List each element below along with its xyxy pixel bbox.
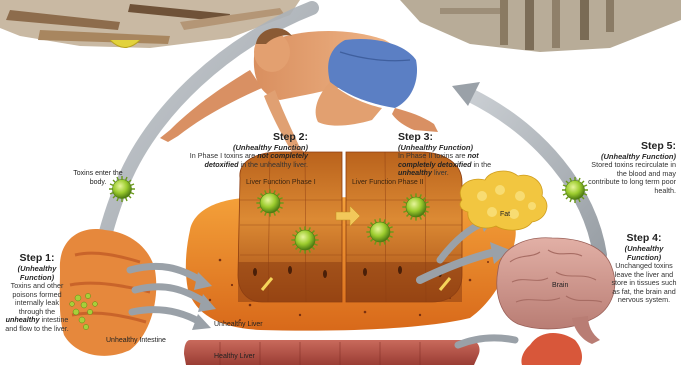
- step3-callout: Step 3: (Unhealthy Function) In Phase II…: [398, 131, 518, 178]
- unhealthy-liver-label: Unhealthy Liver: [214, 321, 263, 328]
- step2-callout: Step 2: (Unhealthy Function) In Phase I …: [188, 131, 308, 169]
- healthy-liver-label: Healthy Liver: [214, 353, 255, 360]
- organ-bottom-right: [521, 333, 582, 365]
- step5-callout: Step 5: (Unhealthy Function) Stored toxi…: [584, 140, 676, 195]
- step4-body: Unchanged toxins leave the liver and sto…: [611, 262, 677, 305]
- step4-title: Step 4:: [611, 232, 677, 244]
- step2-body: In Phase I toxins are not completely det…: [188, 152, 308, 169]
- step4-callout: Step 4: (Unhealthy Function) Unchanged t…: [611, 232, 677, 305]
- liver-phase1-label: Liver Function Phase I: [246, 179, 316, 186]
- liver-phase2-label: Liver Function Phase II: [352, 179, 424, 186]
- step1-body: Toxins and other poisons formed internal…: [4, 282, 70, 334]
- toxins-enter-label: Toxins enter the body.: [70, 170, 126, 187]
- industrial-photo: [400, 0, 681, 52]
- step2-title: Step 2:: [188, 131, 308, 143]
- unhealthy-intestine-label: Unhealthy Intestine: [106, 337, 166, 344]
- step3-title: Step 3:: [398, 131, 518, 143]
- brain-illustration: [497, 238, 615, 344]
- step4-subtitle: (Unhealthy Function): [611, 244, 677, 262]
- step3-body: In Phase II toxins are not completely de…: [398, 152, 518, 178]
- fat-label: Fat: [500, 211, 510, 218]
- step1-title: Step 1:: [4, 252, 70, 264]
- step5-body: Stored toxins recirculate in the blood a…: [584, 161, 676, 195]
- brain-label: Brain: [552, 282, 568, 289]
- step1-subtitle: (Unhealthy Function): [4, 264, 70, 282]
- step1-callout: Step 1: (Unhealthy Function) Toxins and …: [4, 252, 70, 334]
- fat-tissue-illustration: [460, 171, 547, 230]
- step5-title: Step 5:: [584, 140, 676, 152]
